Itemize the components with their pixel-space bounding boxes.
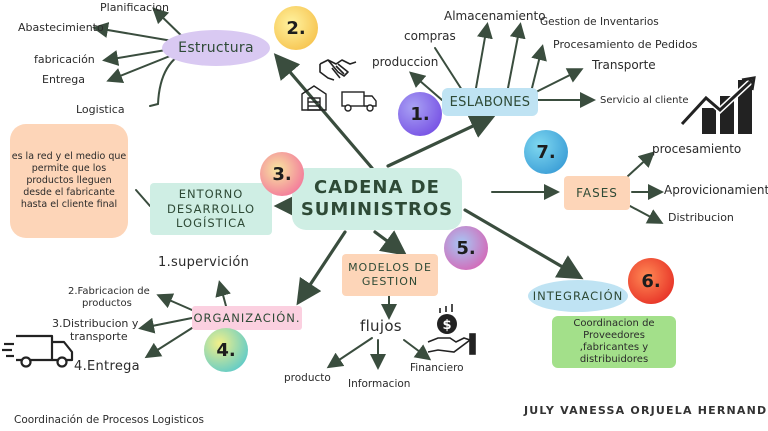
number-badge-4: 4. (204, 328, 248, 372)
warehouse-truck-icon (301, 85, 377, 112)
entorno-title-line3: LOGÍSTICA (176, 216, 246, 231)
eslabones-item-almacenamiento: Almacenamiento (444, 9, 546, 23)
modelos-node: MODELOS DE GESTION (342, 254, 438, 296)
footer-left-text: Coordinación de Procesos Logisticos (14, 414, 204, 426)
estructura-item-planificacion: Planificacion (100, 1, 169, 14)
integracion-node: INTEGRACIÓN (528, 280, 628, 312)
number-badge-7: 7. (524, 130, 568, 174)
organizacion-item-fabricacion-2: productos (82, 298, 132, 309)
center-title-line1: CADENA DE (314, 177, 440, 199)
organizacion-item-distribucion-2: transporte (70, 330, 128, 343)
modelos-item-informacion: Informacion (348, 378, 411, 390)
eslabones-item-compras: compras (404, 29, 456, 43)
organizacion-item-fabricacion-1: 2.Fabricacion de (68, 286, 150, 297)
number-badge-2: 2. (274, 6, 318, 50)
eslabones-item-servicio-cliente: Servicio al cliente (600, 95, 689, 106)
estructura-item-fabricacion: fabricación (34, 53, 95, 66)
number-badge-6: 6. (628, 258, 674, 304)
entorno-node: ENTORNO DESARROLLO LOGÍSTICA (150, 183, 272, 235)
estructura-node: Estructura (162, 30, 270, 66)
fases-node: FASES (564, 176, 630, 210)
estructura-item-logistica: Logistica (76, 103, 125, 116)
modelos-item-financiero: Financiero (410, 362, 464, 374)
footer-author: JULY VANESSA ORJUELA HERNANDEZ (524, 404, 768, 417)
eslabones-title: ESLABONES (449, 94, 531, 110)
organizacion-node: ORGANIZACIÓN. (192, 306, 302, 330)
organizacion-item-supervicion: 1.supervición (158, 255, 250, 270)
modelos-title-line1: MODELOS DE (348, 260, 432, 274)
fases-item-distribucion: Distribucion (668, 211, 734, 224)
integracion-description: Coordinacion de Proveedores ,fabricantes… (552, 316, 676, 368)
eslabones-item-gestion-inventarios: Gestion de Inventarios (540, 16, 659, 28)
entorno-title-line1: ENTORNO (178, 186, 244, 201)
eslabones-item-produccion: produccion (372, 55, 439, 69)
truck-icon (2, 334, 74, 368)
fases-item-procesamiento: procesamiento (652, 142, 742, 156)
entorno-description: es la red y el medio que permite que los… (10, 124, 128, 238)
estructura-item-abastecimiento: Abastecimiento (18, 21, 104, 34)
modelos-title-line2: GESTION (361, 275, 419, 288)
estructura-item-entrega: Entrega (42, 73, 86, 86)
number-badge-1: 1. (398, 92, 442, 136)
center-node: CADENA DE SUMINISTROS (292, 168, 462, 230)
eslabones-item-transporte: Transporte (592, 58, 656, 72)
center-title-line2: SUMINISTROS (300, 199, 454, 220)
fases-item-aprovicionamiento: Aprovicionamiento (664, 183, 768, 197)
bar-chart-icon (680, 76, 756, 134)
number-badge-3: 3. (260, 152, 304, 196)
fases-title: FASES (576, 186, 618, 200)
svg-text:$: $ (442, 318, 451, 333)
eslabones-item-procesamiento-pedidos: Procesamiento de Pedidos (553, 38, 698, 51)
number-badge-5: 5. (444, 226, 488, 270)
entorno-title-line2: DESARROLLO (167, 201, 255, 216)
organizacion-item-distribucion-1: 3.Distribucion y (52, 317, 139, 330)
integracion-title: INTEGRACIÓN (532, 289, 624, 303)
organizacion-item-entrega: 4.Entrega (74, 359, 140, 374)
organizacion-title: ORGANIZACIÓN. (193, 311, 301, 325)
modelos-flujos-label: flujos (360, 317, 402, 335)
handshake-icon (319, 59, 357, 81)
money-hand-icon: $ (427, 304, 476, 355)
estructura-title: Estructura (178, 40, 254, 56)
eslabones-node: ESLABONES (442, 88, 538, 116)
modelos-item-producto: producto (284, 372, 331, 384)
